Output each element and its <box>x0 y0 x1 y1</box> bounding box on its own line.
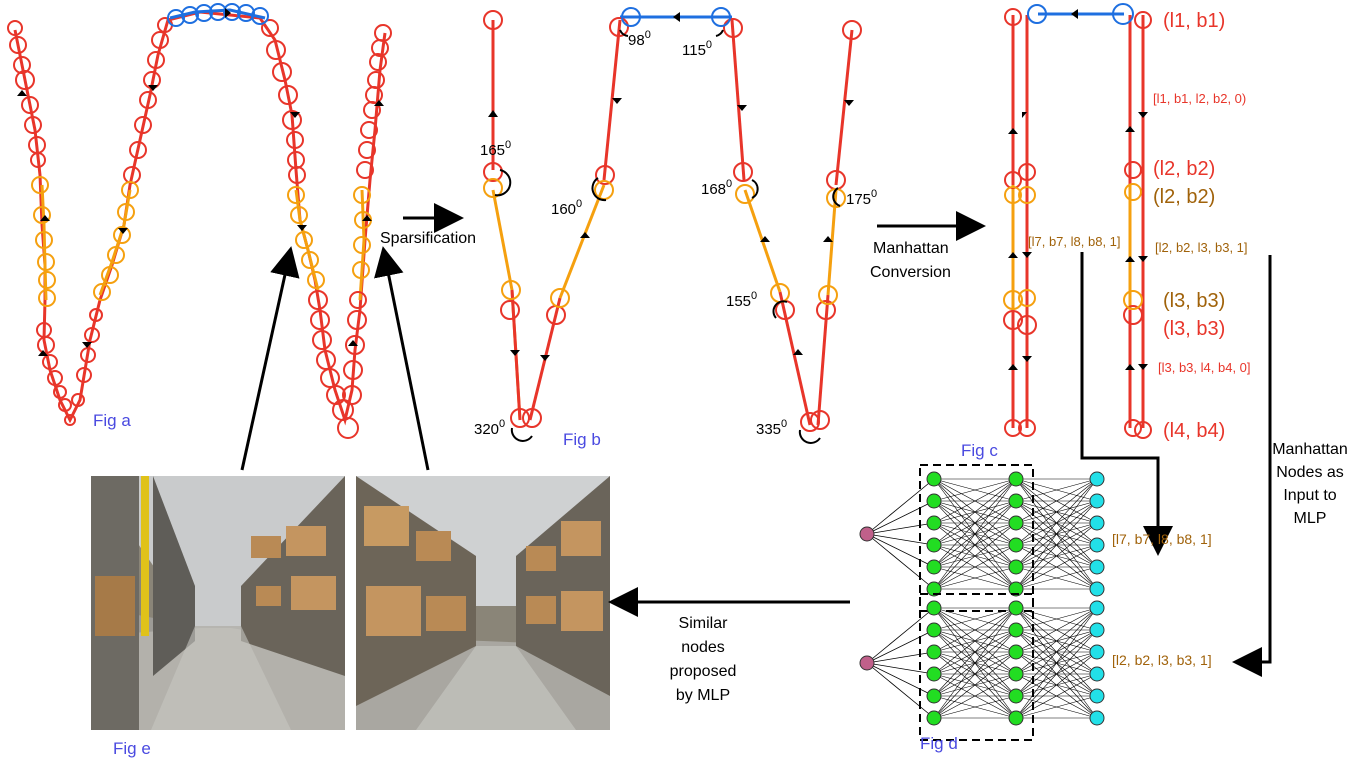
edge-l7-l8: [l7, b7, l8, b8, 1] <box>1028 234 1121 249</box>
angle-115: 1150 <box>682 39 712 59</box>
node-l3-b3-red: (l3, b3) <box>1163 318 1225 340</box>
output-node <box>1089 493 1105 509</box>
photo-left-arrow <box>240 246 300 471</box>
fig-b-label: Fig b <box>563 430 601 449</box>
output-node <box>1089 710 1105 726</box>
fig-b-angle-labels: 1650 1600 980 1150 3200 1680 1750 1550 3… <box>474 29 877 438</box>
hidden-node-2 <box>1008 710 1024 726</box>
svg-text:by MLP: by MLP <box>676 687 730 704</box>
fig-e-label: Fig e <box>113 739 151 758</box>
input-node <box>859 526 875 542</box>
svg-text:MLP: MLP <box>1294 510 1327 527</box>
svg-text:Nodes as: Nodes as <box>1276 464 1344 481</box>
node-l2-b2-orange: (l2, b2) <box>1153 186 1215 208</box>
angle-155: 1550 <box>726 290 757 310</box>
hidden-node-1 <box>926 644 942 660</box>
svg-text:Similar: Similar <box>679 615 729 632</box>
mlp-network-bottom <box>859 593 1105 741</box>
angle-98: 980 <box>628 29 651 49</box>
connector-edge2-to-mlp <box>1232 255 1272 677</box>
hidden-node-2 <box>1008 644 1024 660</box>
hidden-node-2 <box>1008 559 1024 575</box>
output-node <box>1089 666 1105 682</box>
svg-text:Manhattan: Manhattan <box>1272 441 1348 458</box>
output-node <box>1089 515 1105 531</box>
edge-l1-l2: [l1, b1, l2, b2, 0) <box>1153 91 1246 106</box>
hidden-node-2 <box>1008 471 1024 487</box>
hidden-node-2 <box>1008 600 1024 616</box>
node-l1-b1: (l1, b1) <box>1163 10 1225 32</box>
output-node <box>1089 559 1105 575</box>
hidden-node-1 <box>926 515 942 531</box>
fig-c-label: Fig c <box>961 441 998 460</box>
angle-160: 1600 <box>551 198 582 218</box>
hidden-node-2 <box>1008 666 1024 682</box>
angle-165: 1650 <box>480 139 511 159</box>
angle-335: 3350 <box>756 418 787 438</box>
hidden-node-1 <box>926 581 942 597</box>
hidden-node-1 <box>926 710 942 726</box>
warehouse-photo-left <box>91 476 345 730</box>
output-node <box>1089 688 1105 704</box>
hidden-node-1 <box>926 537 942 553</box>
mlp-input-caption: Manhattan Nodes as Input to MLP <box>1272 441 1348 527</box>
connector-edge7-to-mlp <box>1080 252 1173 556</box>
hidden-node-2 <box>1008 688 1024 704</box>
fig-a-label: Fig a <box>93 411 131 430</box>
output-node <box>1089 537 1105 553</box>
hidden-node-1 <box>926 493 942 509</box>
svg-text:proposed: proposed <box>670 663 737 680</box>
output-node <box>1089 471 1105 487</box>
output-node <box>1089 600 1105 616</box>
node-l2-b2-red: (l2, b2) <box>1153 158 1215 180</box>
node-l3-b3-orange: (l3, b3) <box>1163 290 1225 312</box>
svg-text:Input to: Input to <box>1283 487 1336 504</box>
hidden-layers-box <box>919 464 1034 612</box>
hidden-node-1 <box>926 666 942 682</box>
fig-a-trajectory <box>7 3 392 439</box>
output-node <box>1089 644 1105 660</box>
hidden-node-1 <box>926 688 942 704</box>
warehouse-photo-right <box>356 476 610 730</box>
hidden-node-1 <box>926 600 942 616</box>
node-l4-b4: (l4, b4) <box>1163 420 1225 442</box>
hidden-node-2 <box>1008 537 1024 553</box>
hidden-node-1 <box>926 622 942 638</box>
sparsification-label: Sparsification <box>380 230 476 247</box>
input-node <box>859 655 875 671</box>
hidden-node-1 <box>926 559 942 575</box>
hidden-layers-box <box>919 593 1034 741</box>
mlp-output-top: [l7, b7, l8, b8, 1] <box>1112 531 1212 547</box>
output-node <box>1089 622 1105 638</box>
hidden-node-1 <box>926 471 942 487</box>
output-node <box>1089 581 1105 597</box>
photo-right-arrow <box>374 246 430 471</box>
edge-l2-l3: [l2, b2, l3, b3, 1] <box>1155 240 1248 255</box>
fig-c-node-labels: (l1, b1) [l1, b1, l2, b2, 0) (l2, b2) (l… <box>1028 10 1251 442</box>
mlp-network-top <box>859 464 1105 612</box>
fig-c-manhattan <box>1003 3 1152 439</box>
hidden-node-2 <box>1008 493 1024 509</box>
similar-nodes-caption: Similar nodes proposed by MLP <box>670 615 737 704</box>
svg-text:nodes: nodes <box>681 639 725 656</box>
fig-b-trajectory <box>483 7 862 444</box>
angle-168: 1680 <box>701 178 732 198</box>
manhattan-conversion-label-2: Conversion <box>870 264 951 281</box>
edge-l3-l4: [l3, b3, l4, b4, 0] <box>1158 360 1251 375</box>
hidden-node-2 <box>1008 581 1024 597</box>
manhattan-conversion-label-1: Manhattan <box>873 240 949 257</box>
hidden-node-2 <box>1008 515 1024 531</box>
hidden-node-2 <box>1008 622 1024 638</box>
angle-175: 1750 <box>846 188 877 208</box>
mlp-output-bottom: [l2, b2, l3, b3, 1] <box>1112 652 1212 668</box>
fig-d-label: Fig d <box>920 734 958 753</box>
angle-320: 3200 <box>474 418 505 438</box>
